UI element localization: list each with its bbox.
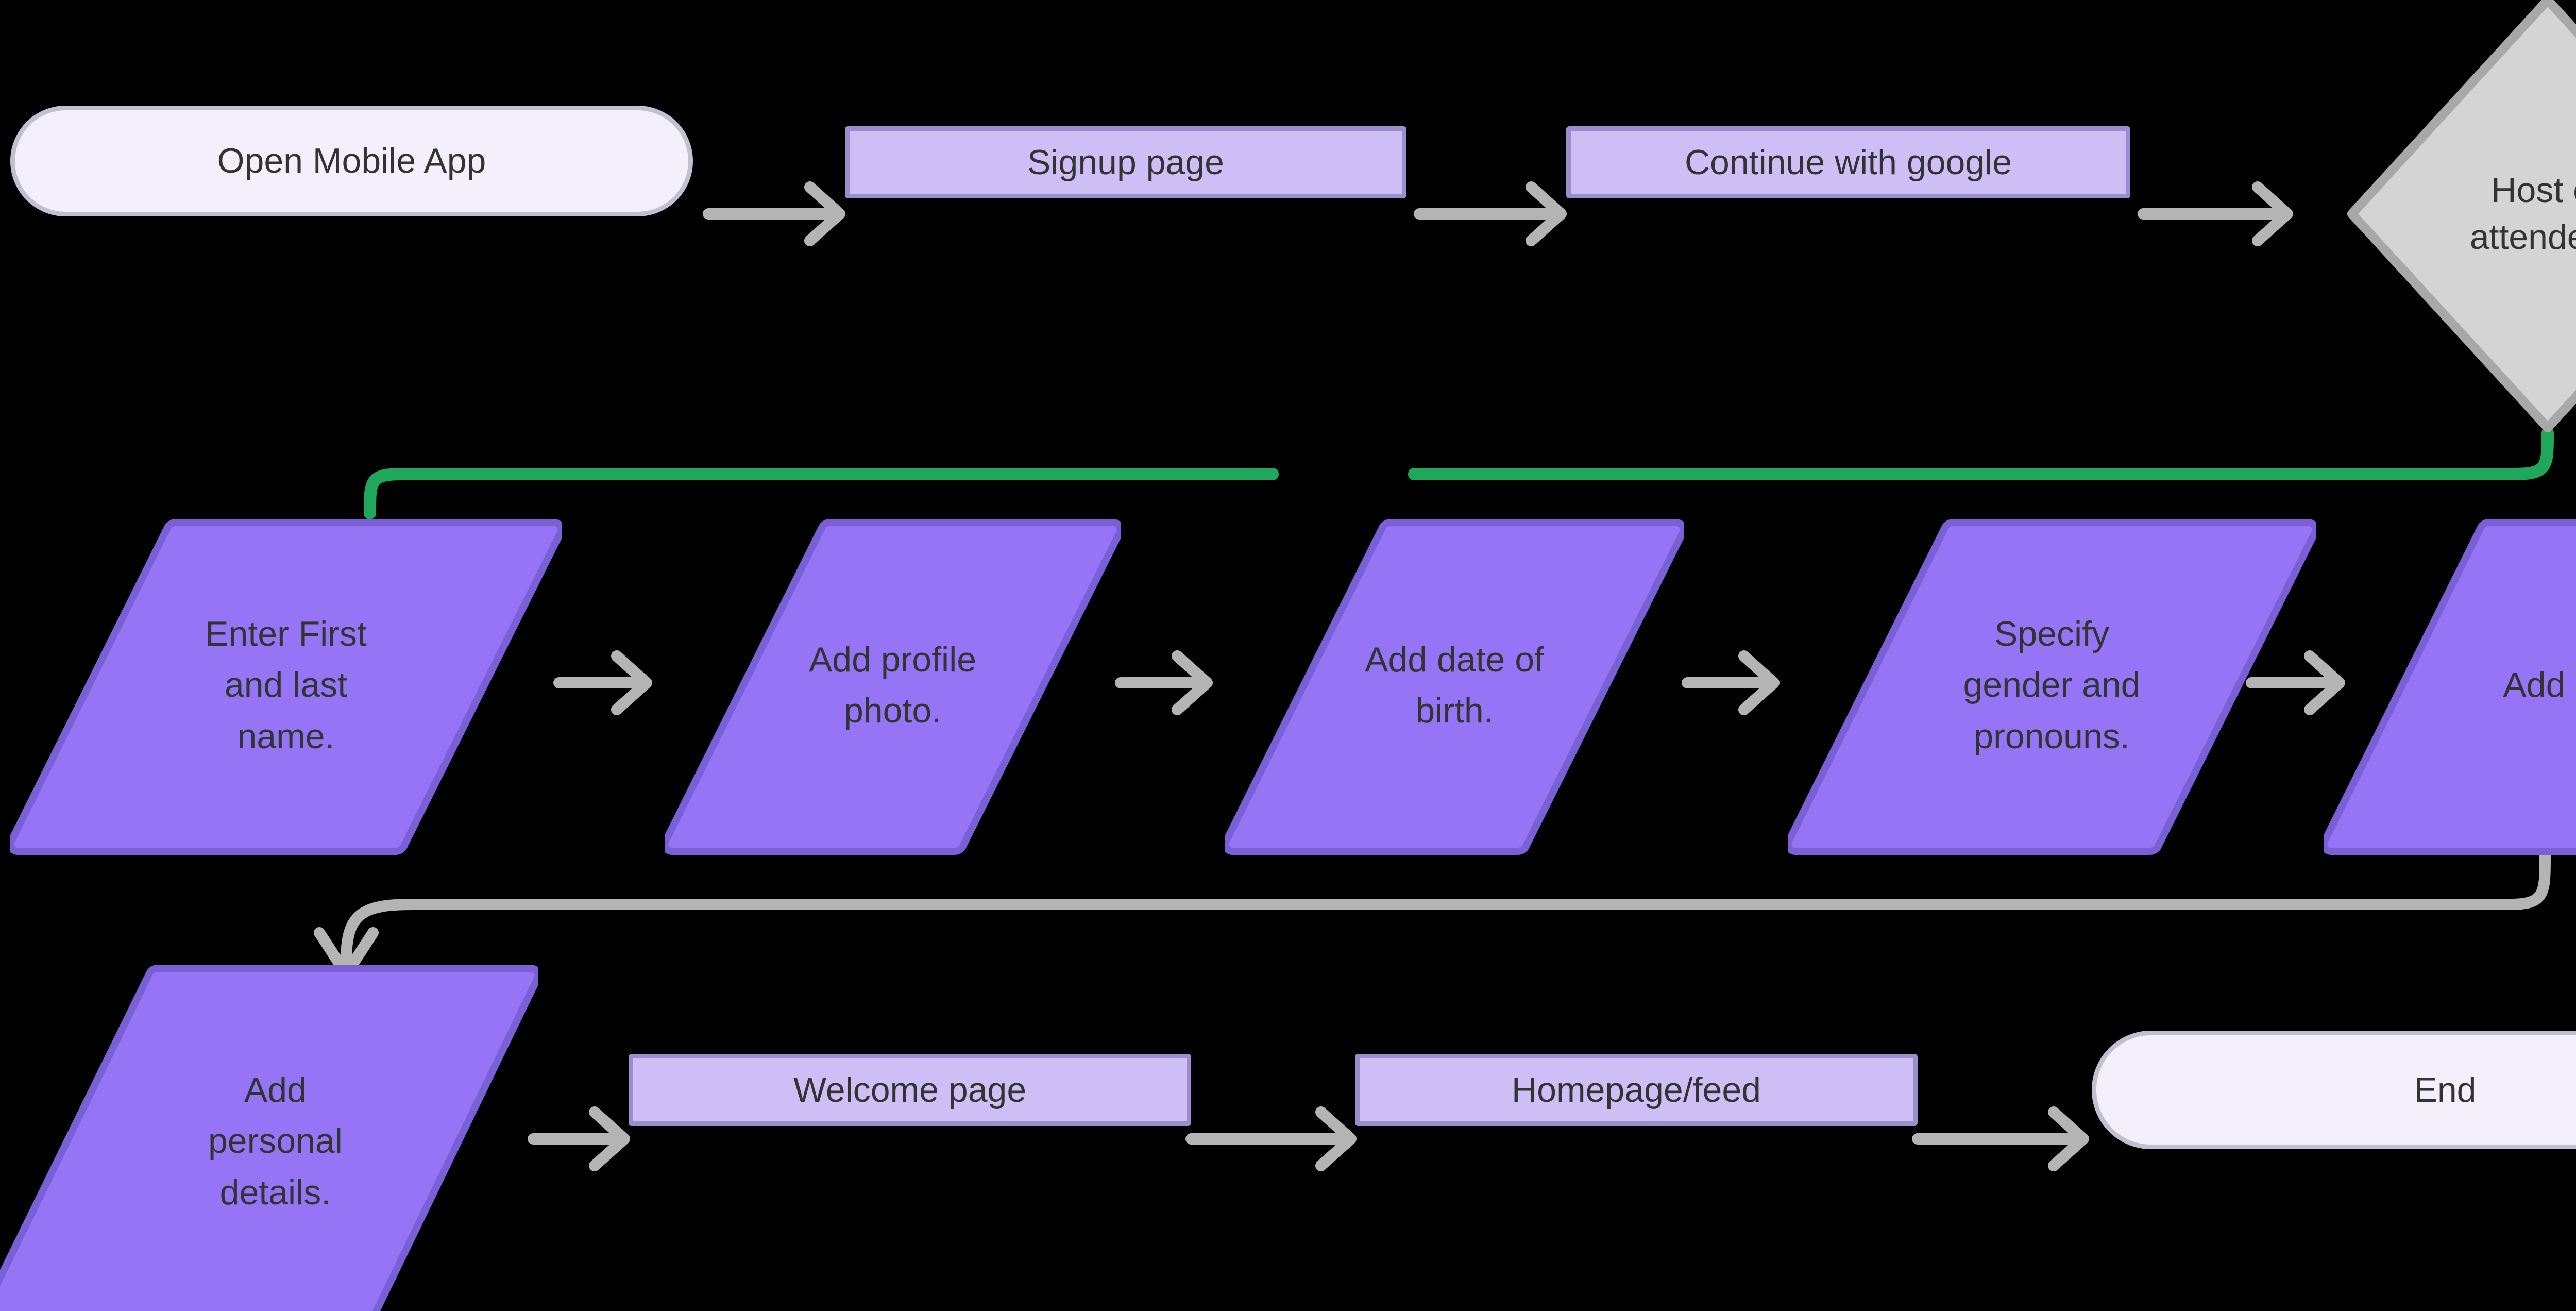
io-label-line-2: personal bbox=[208, 1121, 343, 1161]
edge-welcome-to-homepage bbox=[1185, 1112, 1351, 1166]
io-label-line-2: and last bbox=[224, 665, 348, 705]
edge-homepage-to-end bbox=[1912, 1112, 2083, 1166]
edge-dob-to-gender bbox=[1682, 656, 1774, 710]
node-homepage-feed-label: Homepage/feed bbox=[1512, 1070, 1761, 1110]
parallelogram-shape bbox=[665, 519, 1121, 855]
io-label-line-1: Add bbox=[244, 1070, 307, 1110]
node-enter-name[interactable]: Enter First and last name. bbox=[10, 515, 562, 855]
node-host-or-attendee[interactable]: Host or attendee? bbox=[2347, 0, 2576, 433]
node-signup-page-label: Signup page bbox=[1027, 142, 1224, 182]
decision-label-line-1: Host or bbox=[2491, 170, 2576, 210]
io-label-line-1: Enter First bbox=[205, 614, 367, 654]
decision-label-line-2: attendee? bbox=[2469, 217, 2576, 257]
node-continue-with-google-label: Continue with google bbox=[1684, 142, 2012, 182]
edge-personal-to-welcome bbox=[528, 1112, 624, 1166]
node-continue-with-google[interactable]: Continue with google bbox=[1566, 126, 2130, 198]
parallelogram-shape bbox=[0, 965, 538, 1311]
edge-signup-to-google bbox=[1414, 187, 1561, 241]
io-label-line-1: Add date of bbox=[1365, 640, 1544, 679]
node-enter-name-label: Enter First and last name. bbox=[88, 609, 484, 762]
edge-decision-to-name bbox=[364, 427, 2554, 519]
node-add-date-of-birth-label: Add date of birth. bbox=[1290, 634, 1620, 737]
io-label-line-2: photo. bbox=[843, 691, 942, 730]
node-add-personal-details-label: Add personal details. bbox=[109, 1065, 442, 1218]
parallelogram-shape bbox=[1225, 519, 1684, 855]
edge-google-to-decision bbox=[2138, 187, 2287, 241]
edge-location-to-personal bbox=[314, 850, 2551, 980]
node-welcome-page[interactable]: Welcome page bbox=[629, 1054, 1191, 1126]
io-label-line-2: birth. bbox=[1415, 691, 1494, 730]
node-open-mobile-app-label: Open Mobile App bbox=[217, 141, 486, 181]
node-welcome-page-label: Welcome page bbox=[793, 1070, 1027, 1110]
parallelogram-shape bbox=[1788, 519, 2316, 855]
node-open-mobile-app[interactable]: Open Mobile App bbox=[10, 106, 693, 216]
parallelogram-shape bbox=[2324, 519, 2576, 855]
diamond-shape bbox=[2347, 0, 2576, 432]
node-add-location[interactable]: Add location. bbox=[2324, 515, 2576, 855]
io-label-line-3: name. bbox=[237, 716, 335, 756]
edge-name-to-photo bbox=[553, 656, 647, 710]
node-add-profile-photo[interactable]: Add profile photo. bbox=[665, 515, 1121, 855]
io-label-line-3: details. bbox=[219, 1172, 331, 1212]
edge-photo-to-dob bbox=[1115, 656, 1207, 710]
io-label-line-2: gender and bbox=[1963, 665, 2141, 705]
parallelogram-shape bbox=[10, 519, 562, 855]
node-end-label: End bbox=[2414, 1070, 2477, 1110]
node-host-or-attendee-label: Host or attendee? bbox=[2415, 167, 2576, 261]
node-homepage-feed[interactable]: Homepage/feed bbox=[1355, 1054, 1918, 1126]
node-specify-gender-label: Specify gender and pronouns. bbox=[1862, 609, 2242, 762]
io-label-line-1: Specify bbox=[1994, 614, 2109, 654]
node-specify-gender[interactable]: Specify gender and pronouns. bbox=[1788, 515, 2316, 855]
node-add-location-label: Add location. bbox=[2503, 665, 2576, 705]
io-label-line-1: Add profile bbox=[808, 640, 977, 679]
node-add-date-of-birth[interactable]: Add date of birth. bbox=[1225, 515, 1684, 855]
node-signup-page[interactable]: Signup page bbox=[845, 126, 1406, 198]
node-add-profile-photo-label: Add profile photo. bbox=[728, 634, 1057, 737]
edge-start-to-signup bbox=[703, 187, 840, 241]
io-label-line-3: pronouns. bbox=[1974, 716, 2130, 756]
node-add-personal-details[interactable]: Add personal details. bbox=[0, 961, 538, 1311]
node-end[interactable]: End bbox=[2092, 1031, 2576, 1149]
